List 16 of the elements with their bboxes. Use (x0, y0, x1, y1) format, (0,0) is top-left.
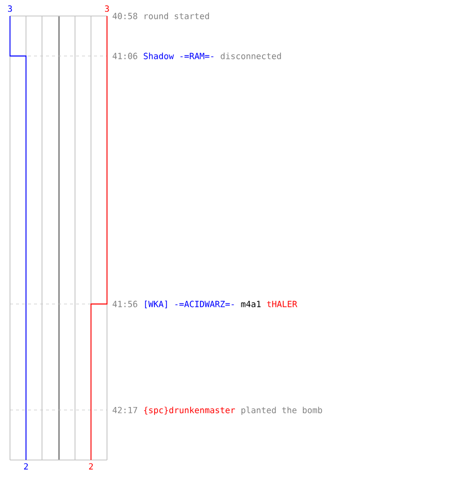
player-name: [WKA] -=ACIDWARZ=- (145, 300, 234, 308)
event-text: planted the bomb (242, 406, 322, 415)
event-text: disconnected (220, 52, 281, 60)
count-number: 2 (24, 463, 28, 470)
player-name: {spc}drunkenmaster (144, 406, 235, 415)
player-name: Shadow -=RAM=- (144, 52, 214, 60)
timestamp: 42:17 (112, 406, 138, 414)
timestamp: 41:06 (112, 52, 138, 60)
player-name: tHALER (267, 300, 298, 308)
timestamp: 40:58 (112, 12, 138, 20)
count-number: 3 (105, 5, 109, 12)
count-number: 2 (89, 463, 93, 470)
event-text: round started (144, 12, 209, 20)
weapon-name: m4a1 (241, 300, 261, 308)
count-number: 3 (8, 5, 12, 12)
timestamp: 41:56 (112, 300, 138, 308)
